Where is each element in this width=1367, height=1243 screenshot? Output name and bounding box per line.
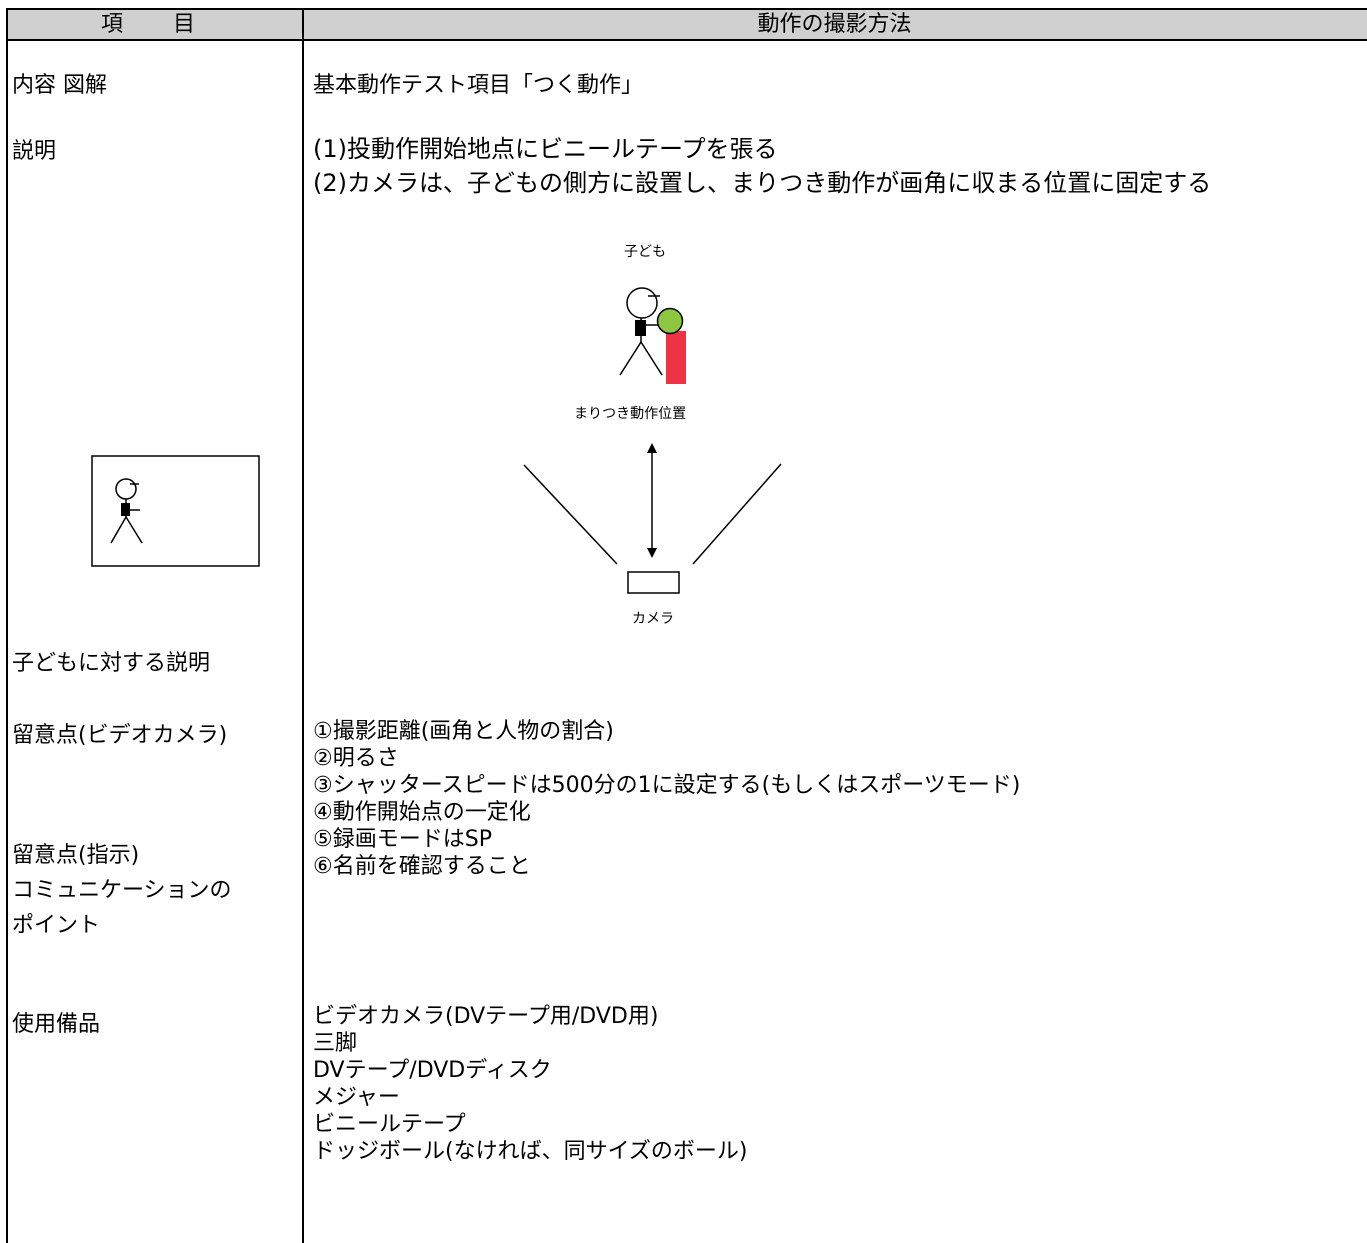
child-figure-icon: [619, 287, 663, 376]
diagram-position-label: まりつき動作位置: [574, 406, 687, 422]
label-child-explanation: 子どもに対する説明: [12, 651, 211, 676]
list-item: ビデオカメラ(DVテープ用/DVD用): [313, 1004, 659, 1029]
list-item: ⑥名前を確認すること: [313, 854, 531, 879]
equipment-list: ビデオカメラ(DVテープ用/DVD用) 三脚 DVテープ/DVDディスク メジャ…: [313, 1003, 748, 1165]
list-item: ドッジボール(なければ、同サイズのボール): [313, 1139, 748, 1164]
label-equipment: 使用備品: [12, 1012, 101, 1037]
explanation-line-2: (2)カメラは、子どもの側方に設置し、まりつき動作が画角に収まる位置に固定する: [313, 169, 1212, 197]
list-item: ②明るさ: [313, 746, 399, 771]
table-column-divider: [302, 8, 304, 1243]
camera-icon: [627, 571, 680, 594]
label-notes-instruction: 留意点(指示): [12, 843, 140, 868]
ball-icon: [656, 307, 684, 335]
header-method-column: 動作の撮影方法: [302, 8, 1367, 41]
list-item: 三脚: [313, 1031, 358, 1056]
label-notes-video: 留意点(ビデオカメラ): [12, 723, 228, 748]
table-left-border: [6, 8, 8, 1243]
list-item: ビニールテープ: [313, 1112, 466, 1137]
frame-child-figure-icon: [110, 478, 143, 544]
diagram-camera-label: カメラ: [632, 611, 674, 627]
list-item: ④動作開始点の一定化: [313, 800, 531, 825]
list-item: メジャー: [313, 1085, 400, 1110]
camera-view-line-right: [692, 463, 782, 565]
diagram-child-label: 子ども: [624, 244, 666, 260]
list-item: DVテープ/DVDディスク: [313, 1058, 552, 1083]
label-point: ポイント: [12, 913, 101, 938]
label-content-diagram: 内容 図解: [12, 73, 107, 98]
camera-view-line-left: [523, 464, 618, 565]
header-item-column: 項 目: [6, 8, 304, 41]
label-explanation: 説明: [12, 139, 57, 164]
content-value: 基本動作テスト項目「つく動作」: [313, 73, 644, 98]
explanation-line-1: (1)投動作開始地点にビニールテープを張る: [313, 135, 778, 163]
list-item: ⑤録画モードはSP: [313, 827, 492, 852]
vinyl-tape-marker: [666, 331, 686, 384]
list-item: ③シャッタースピードは500分の1に設定する(もしくはスポーツモード): [313, 773, 1021, 798]
label-communication: コミュニケーションの: [12, 878, 232, 903]
notes-video-list: ①撮影距離(画角と人物の割合) ②明るさ ③シャッタースピードは500分の1に設…: [313, 718, 1020, 880]
list-item: ①撮影距離(画角と人物の割合): [313, 719, 614, 744]
camera-view-frame: [91, 455, 260, 567]
